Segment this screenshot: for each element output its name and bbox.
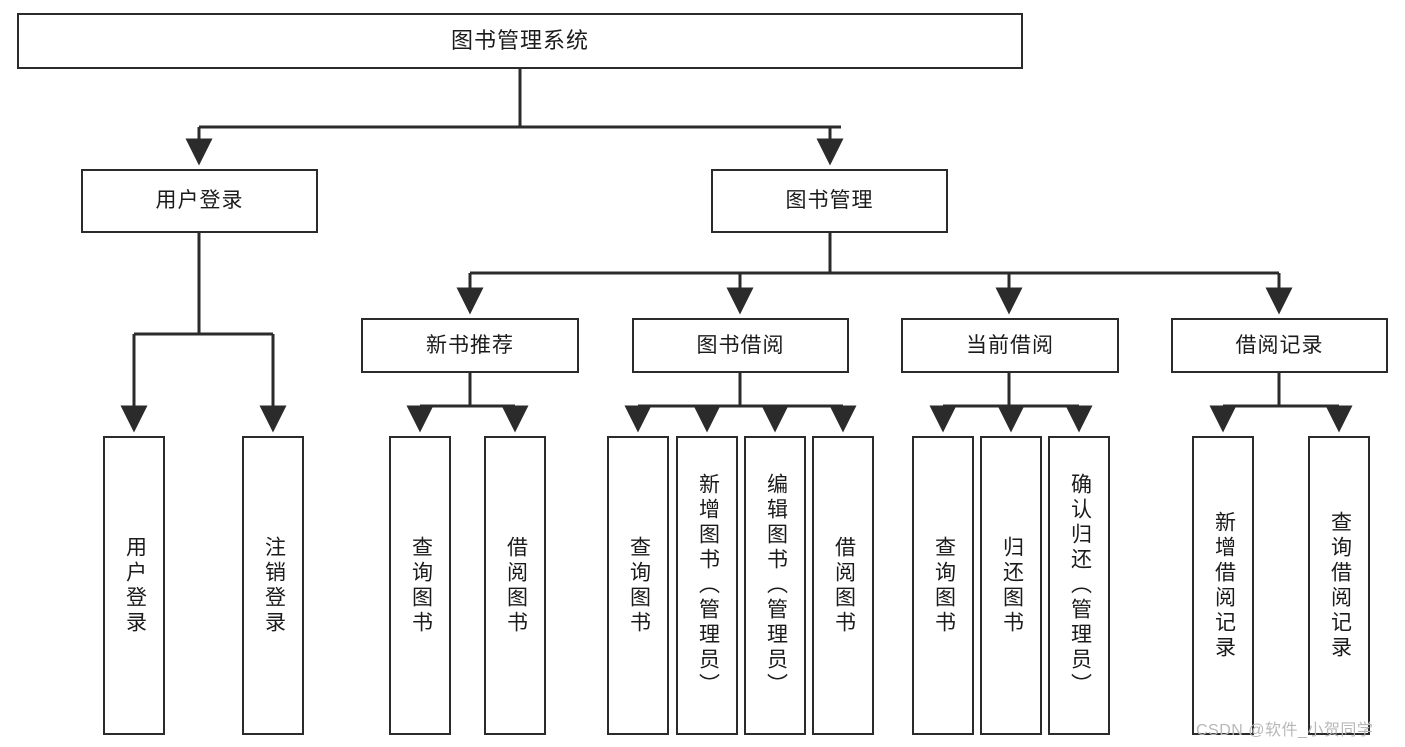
node-leaf-query-borrow-record-label: 查询借阅记录: [1328, 510, 1352, 661]
node-leaf-borrow-book-1-label: 借阅图书: [504, 535, 528, 636]
node-leaf-borrow-book-2[interactable]: 借阅图书: [812, 436, 874, 735]
node-leaf-add-borrow-record-label: 新增借阅记录: [1212, 510, 1236, 661]
node-leaf-user-login[interactable]: 用户登录: [103, 436, 165, 735]
node-leaf-edit-book-admin[interactable]: 编辑图书（管理员）: [744, 436, 806, 735]
node-leaf-user-login-label: 用户登录: [123, 535, 147, 636]
node-book-manage[interactable]: 图书管理: [711, 169, 948, 233]
node-borrow-record-label: 借阅记录: [1235, 333, 1324, 357]
node-book-borrow-label: 图书借阅: [696, 333, 785, 357]
node-new-book-rec[interactable]: 新书推荐: [361, 318, 579, 373]
node-book-manage-label: 图书管理: [785, 189, 874, 213]
node-leaf-borrow-book-1[interactable]: 借阅图书: [484, 436, 546, 735]
node-leaf-return-book-label: 归还图书: [1000, 535, 1024, 636]
node-leaf-return-book[interactable]: 归还图书: [980, 436, 1042, 735]
node-leaf-query-book-3[interactable]: 查询图书: [912, 436, 974, 735]
node-new-book-rec-label: 新书推荐: [426, 333, 514, 357]
node-leaf-query-book-3-label: 查询图书: [932, 535, 956, 636]
node-leaf-confirm-return-admin-label: 确认归还（管理员）: [1068, 473, 1092, 698]
node-leaf-logout-label: 注销登录: [262, 535, 286, 636]
node-leaf-query-book-1-label: 查询图书: [409, 535, 433, 636]
node-leaf-add-book-admin[interactable]: 新增图书（管理员）: [676, 436, 738, 735]
node-root[interactable]: 图书管理系统: [17, 13, 1023, 69]
node-user-login-label: 用户登录: [155, 189, 244, 213]
node-leaf-add-borrow-record[interactable]: 新增借阅记录: [1192, 436, 1254, 735]
node-leaf-logout[interactable]: 注销登录: [242, 436, 304, 735]
node-leaf-query-borrow-record[interactable]: 查询借阅记录: [1308, 436, 1370, 735]
node-borrow-record[interactable]: 借阅记录: [1171, 318, 1388, 373]
node-current-borrow[interactable]: 当前借阅: [901, 318, 1119, 373]
node-leaf-add-book-admin-label: 新增图书（管理员）: [696, 473, 720, 698]
node-current-borrow-label: 当前借阅: [966, 333, 1054, 357]
node-leaf-query-book-2-label: 查询图书: [627, 535, 651, 636]
node-leaf-borrow-book-2-label: 借阅图书: [832, 535, 856, 636]
node-leaf-query-book-1[interactable]: 查询图书: [389, 436, 451, 735]
node-leaf-edit-book-admin-label: 编辑图书（管理员）: [764, 473, 788, 698]
node-book-borrow[interactable]: 图书借阅: [632, 318, 849, 373]
watermark: CSDN @软件_小贺同学: [1196, 722, 1374, 739]
node-leaf-query-book-2[interactable]: 查询图书: [607, 436, 669, 735]
node-user-login[interactable]: 用户登录: [81, 169, 318, 233]
node-leaf-confirm-return-admin[interactable]: 确认归还（管理员）: [1048, 436, 1110, 735]
node-root-label: 图书管理系统: [450, 27, 589, 53]
